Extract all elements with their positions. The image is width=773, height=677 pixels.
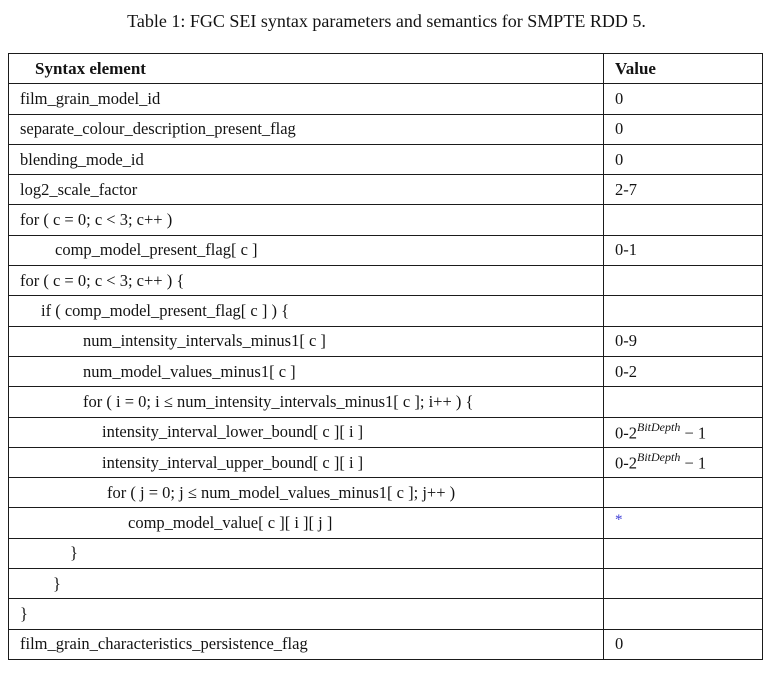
syntax-cell: for ( c = 0; c < 3; c++ ) [8,204,604,236]
syntax-cell: for ( c = 0; c < 3; c++ ) { [8,265,604,297]
value-cell [603,598,763,630]
syntax-cell: } [8,537,604,570]
table-row: comp_model_value[ c ][ i ][ j ]* [8,507,763,539]
value-cell [603,568,763,600]
value-cell: 0-2 [603,355,763,388]
value-cell: * [603,507,763,539]
value-cell: 2-7 [603,174,763,206]
table-row: film_grain_characteristics_persistence_f… [8,628,763,660]
table-row: } [8,537,763,570]
value-cell: 0-9 [603,325,763,357]
syntax-cell: if ( comp_model_present_flag[ c ] ) { [8,295,604,327]
value-cell: 0-2BitDepth − 1 [603,416,763,448]
table-row: for ( c = 0; c < 3; c++ ) [8,204,763,236]
syntax-cell: num_model_values_minus1[ c ] [8,355,604,388]
value-cell [603,295,763,327]
syntax-cell: comp_model_present_flag[ c ] [8,234,604,267]
table-row: comp_model_present_flag[ c ]0-1 [8,234,763,267]
value-cell: 0 [603,113,763,145]
table-row: if ( comp_model_present_flag[ c ] ) { [8,295,763,327]
table-row: num_model_values_minus1[ c ]0-2 [8,355,763,388]
value-cell: 0 [603,143,763,176]
table-row: for ( i = 0; i ≤ num_intensity_intervals… [8,386,763,418]
sei-syntax-table: Syntax element Value film_grain_model_id… [8,52,763,660]
value-cell: 0-2BitDepth − 1 [603,446,763,479]
value-cell [603,537,763,570]
syntax-cell: for ( j = 0; j ≤ num_model_values_minus1… [8,477,604,509]
table-row: intensity_interval_lower_bound[ c ][ i ]… [8,416,763,448]
value-cell: 0-1 [603,234,763,267]
value-cell [603,204,763,236]
syntax-cell: } [8,598,604,630]
syntax-cell: } [8,568,604,600]
value-cell [603,386,763,418]
syntax-cell: log2_scale_factor [8,174,604,206]
syntax-cell: blending_mode_id [8,143,604,176]
syntax-cell: film_grain_characteristics_persistence_f… [8,628,604,660]
value-cell: 0 [603,628,763,660]
syntax-cell: num_intensity_intervals_minus1[ c ] [8,325,604,357]
table-row: separate_colour_description_present_flag… [8,113,763,145]
header-row: Syntax element Value [8,52,763,85]
table-row: for ( c = 0; c < 3; c++ ) { [8,265,763,297]
syntax-cell: intensity_interval_lower_bound[ c ][ i ] [8,416,604,448]
syntax-cell: film_grain_model_id [8,83,604,115]
syntax-cell: separate_colour_description_present_flag [8,113,604,145]
table-row: } [8,568,763,600]
value-cell [603,265,763,297]
value-cell: 0 [603,83,763,115]
syntax-cell: for ( i = 0; i ≤ num_intensity_intervals… [8,386,604,418]
header-value: Value [603,52,763,85]
table-row: for ( j = 0; j ≤ num_model_values_minus1… [8,477,763,509]
table-row: intensity_interval_upper_bound[ c ][ i ]… [8,446,763,479]
header-syntax-element: Syntax element [8,52,604,85]
syntax-cell: comp_model_value[ c ][ i ][ j ] [8,507,604,539]
table-row: } [8,598,763,630]
table-caption: Table 1: FGC SEI syntax parameters and s… [127,11,646,31]
table-row: num_intensity_intervals_minus1[ c ]0-9 [8,325,763,357]
value-cell [603,477,763,509]
syntax-cell: intensity_interval_upper_bound[ c ][ i ] [8,446,604,479]
